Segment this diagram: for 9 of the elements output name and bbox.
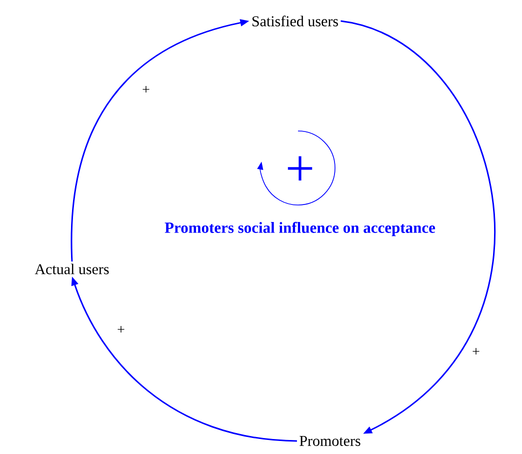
arrow: [340, 20, 496, 434]
loop-name: Promoters social influence on acceptance: [164, 222, 436, 236]
polarity-sign: +: [116, 325, 126, 335]
polarity-sign: +: [141, 85, 151, 95]
polarity-sign: +: [471, 347, 481, 357]
loop-polarity-sign: +: [288, 156, 312, 181]
variable-label: Promoters: [300, 436, 360, 446]
variable-label: Actual users: [34, 264, 109, 274]
variable-label: Satisfied users: [252, 16, 338, 26]
